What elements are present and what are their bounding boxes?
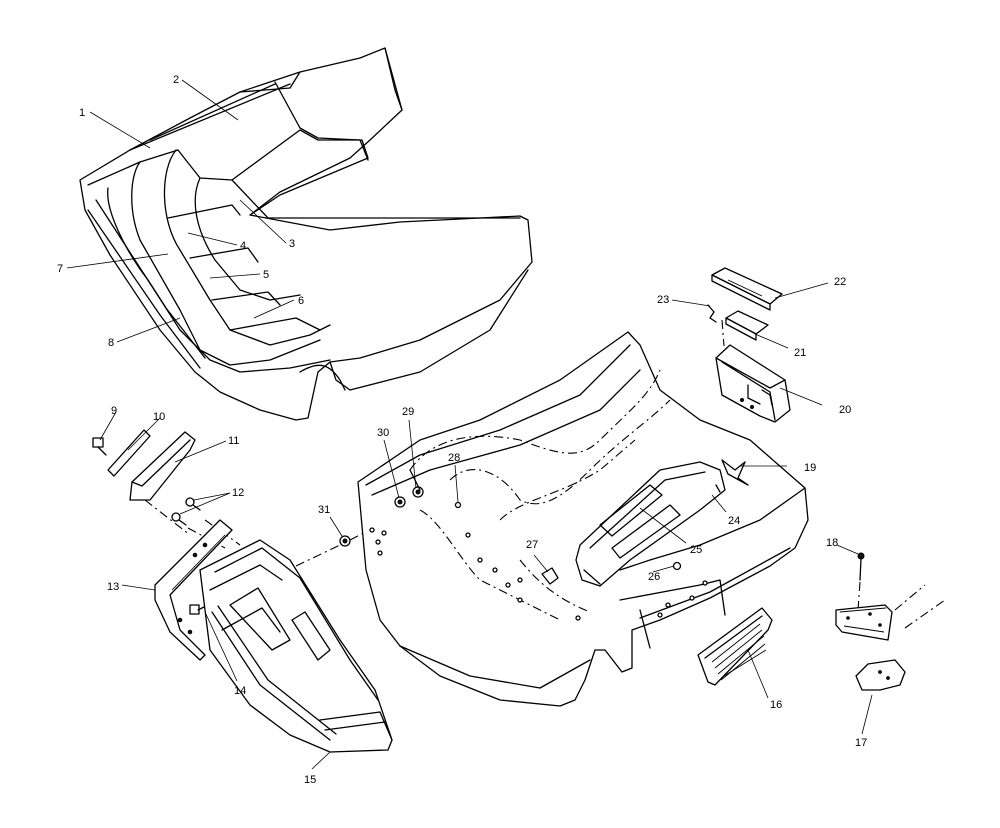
callout-1: 1 <box>79 107 85 119</box>
callout-18: 18 <box>826 537 838 549</box>
callout-11: 11 <box>228 435 239 447</box>
callout-5: 5 <box>263 269 269 281</box>
callout-9: 9 <box>111 405 117 417</box>
lens-24-25 <box>575 461 726 587</box>
plate-16 <box>697 607 773 686</box>
callout-27: 27 <box>526 539 538 551</box>
leader-lines <box>66 79 873 770</box>
callout-20: 20 <box>839 404 851 416</box>
clip-27 <box>541 567 559 585</box>
callout-17: 17 <box>855 737 867 749</box>
nut-26 <box>672 561 682 571</box>
callout-21: 21 <box>794 347 806 359</box>
hinge-17-18 <box>835 552 946 691</box>
callout-6: 6 <box>298 295 304 307</box>
callout-4: 4 <box>240 240 246 252</box>
callout-19: 19 <box>804 462 816 474</box>
callout-16: 16 <box>770 699 782 711</box>
taillight-housing-15 <box>199 539 393 753</box>
callout-10: 10 <box>153 411 165 423</box>
battery-21 <box>725 310 769 341</box>
seat-assembly <box>79 47 533 421</box>
rail-13 <box>154 519 233 661</box>
callout-30: 30 <box>377 427 389 439</box>
callout-7: 7 <box>57 263 63 275</box>
strap-10 <box>107 429 151 477</box>
bolts-29-30-31 <box>339 469 462 547</box>
rear-cowl <box>357 331 809 707</box>
callout-28: 28 <box>448 452 460 464</box>
callout-15: 15 <box>304 774 316 786</box>
seat-base <box>79 47 533 421</box>
callout-13: 13 <box>107 581 119 593</box>
callout-labels: 1 2 3 4 5 6 7 8 9 10 11 12 13 14 15 16 1… <box>57 74 867 786</box>
callout-22: 22 <box>834 276 846 288</box>
callout-2: 2 <box>173 74 179 86</box>
callout-25: 25 <box>690 544 702 556</box>
callout-29: 29 <box>402 406 414 418</box>
screw-23 <box>707 304 717 323</box>
callout-14: 14 <box>234 685 246 697</box>
screw-9 <box>92 437 107 456</box>
callout-23: 23 <box>657 294 669 306</box>
callout-8: 8 <box>108 337 114 349</box>
callout-3: 3 <box>289 238 295 250</box>
spring-clip-19 <box>721 459 749 486</box>
callout-31: 31 <box>318 504 330 516</box>
callout-26: 26 <box>648 571 660 583</box>
battery-box-20 <box>715 344 791 423</box>
battery-cover-22 <box>711 267 783 311</box>
callout-12: 12 <box>232 487 244 499</box>
callout-24: 24 <box>728 515 740 527</box>
